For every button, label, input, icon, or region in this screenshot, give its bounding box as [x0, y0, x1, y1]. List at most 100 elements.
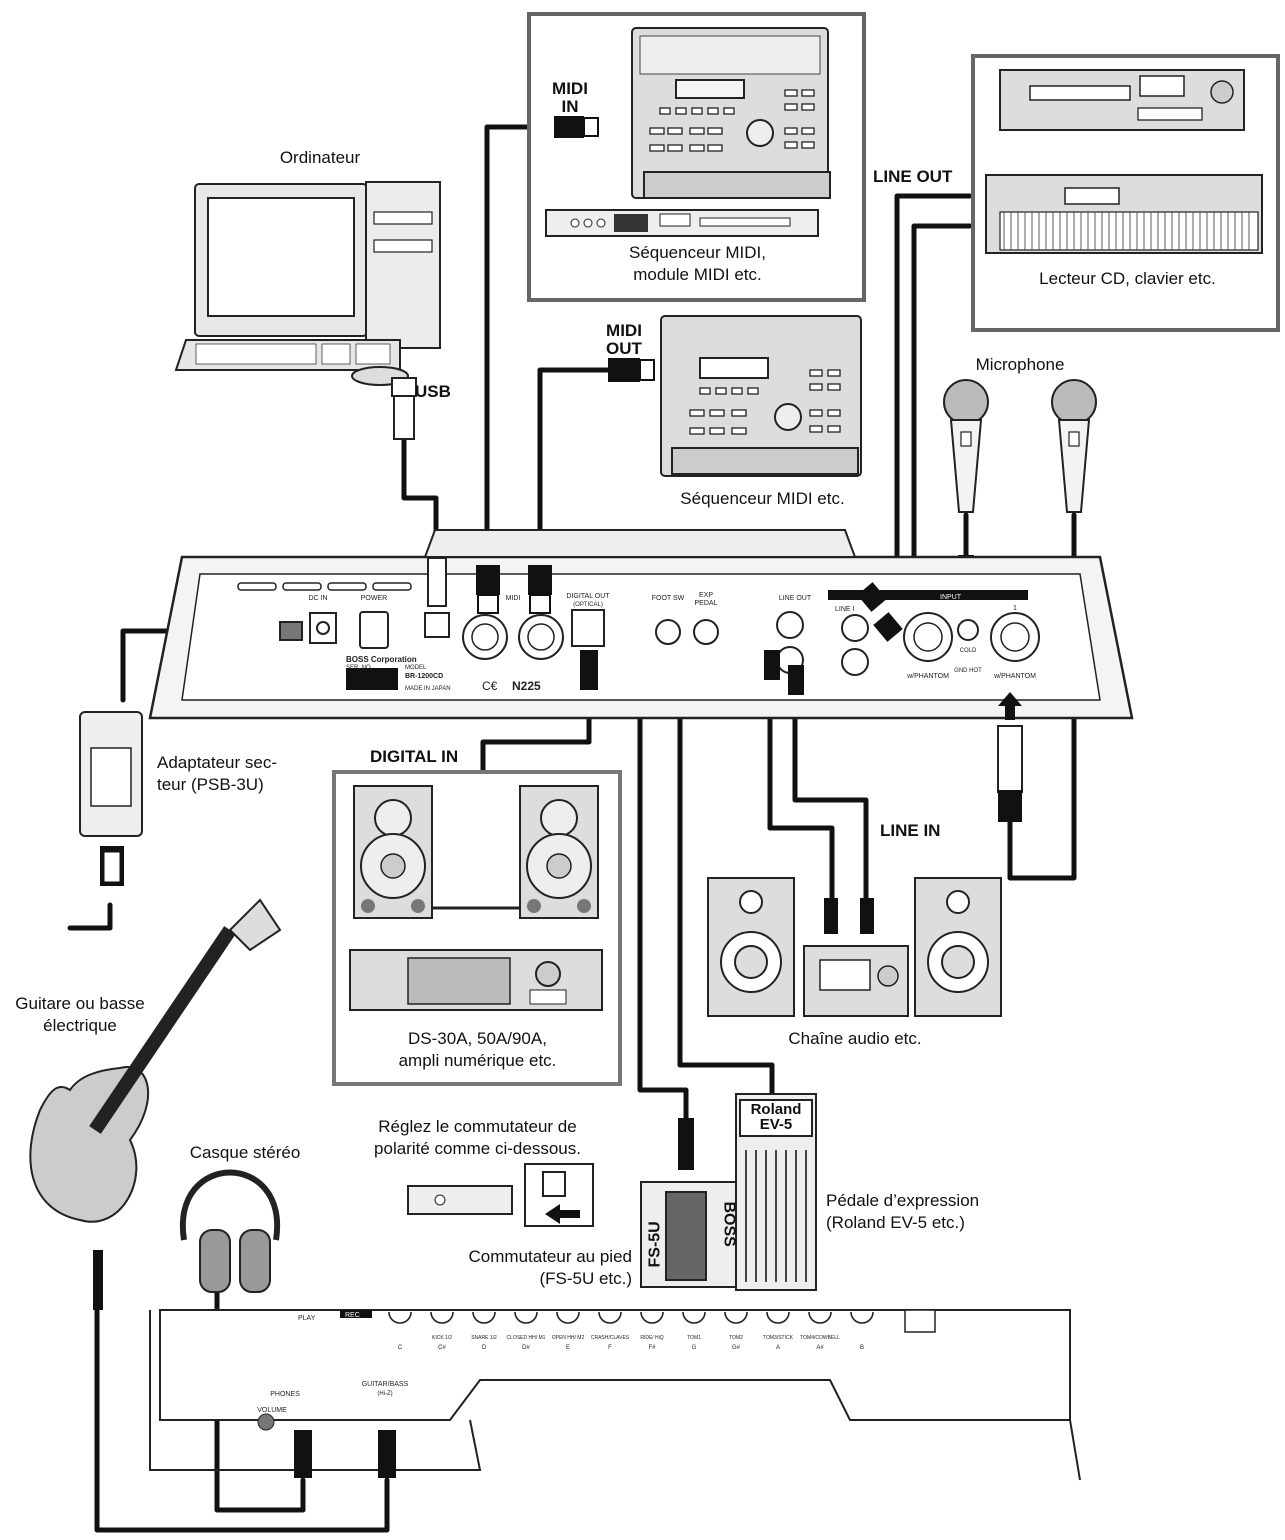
pad: [430, 1311, 454, 1324]
gnd-hot-label: GND HOT: [954, 668, 982, 674]
line-rca-plugs: [764, 582, 903, 695]
guitar-cable: [94, 1307, 390, 1533]
midi-label: MIDI: [506, 595, 521, 602]
pad-note-label: C#: [438, 1345, 446, 1351]
audio-chain-label: Chaîne audio etc.: [788, 1029, 922, 1048]
footswitch-icon: [640, 1118, 742, 1288]
exp-label: EXP: [699, 592, 713, 599]
cd-keyboard-label: Lecteur CD, clavier etc.: [1039, 269, 1216, 288]
pad-instrument-label: RIDE/ HiQ: [640, 1335, 663, 1341]
rack-module: [545, 209, 819, 237]
digital-amp: [349, 949, 603, 1011]
microphone-label: Microphone: [975, 355, 1065, 374]
volume-label: VOLUME: [257, 1407, 287, 1414]
monitors-label-1: DS-30A, 50A/90A,: [408, 1029, 547, 1048]
usb-label: USB: [415, 382, 451, 401]
phones-label: PHONES: [270, 1391, 300, 1398]
dc-in-label: DC IN: [308, 595, 327, 602]
polarity-label-2: polarité comme ci-dessous.: [374, 1139, 581, 1158]
adapter-cable-out: [67, 902, 113, 931]
pad-instrument-label: CLOSED HH/ M1: [507, 1335, 546, 1341]
serial-label: SER. NO.: [346, 665, 373, 671]
guitar-label-2: électrique: [43, 1016, 117, 1035]
optical-plug: [580, 650, 598, 690]
sequencer-module-label-1: Séquenceur MIDI,: [628, 243, 766, 262]
foot-sw-label: FOOT SW: [652, 595, 685, 602]
sequencer-label: Séquenceur MIDI etc.: [680, 489, 845, 508]
midi-out-plug: [608, 358, 655, 382]
pad-instrument-label: CRASH/CLAVES: [591, 1335, 630, 1341]
digital-out-label: DIGITAL OUT: [566, 593, 610, 600]
phantom-label-1: w/PHANTOM: [906, 673, 949, 680]
adapter-label-1: Adaptateur sec-: [157, 753, 278, 772]
input-label: INPUT: [940, 594, 962, 601]
pad-note-label: F#: [648, 1345, 656, 1351]
guitar-label-1: Guitare ou basse: [15, 994, 145, 1013]
speaker-right: [519, 785, 599, 919]
pad: [598, 1311, 622, 1324]
hiz-label: (Hi-Z): [377, 1391, 392, 1397]
line-in-panel-label: LINE I: [835, 606, 855, 613]
pad: [850, 1311, 874, 1324]
usb-plug-device: [427, 557, 447, 607]
pad-note-label: G#: [732, 1345, 741, 1351]
optical-label: (OPTICAL): [573, 602, 603, 608]
pad: [388, 1311, 412, 1324]
digital-in-label: DIGITAL IN: [370, 747, 459, 766]
pad: [472, 1311, 496, 1324]
pad-instrument-label: KICK 1/2: [432, 1335, 452, 1341]
midi-out-plug-device: [528, 565, 552, 595]
expression-pedal-icon: [735, 1093, 817, 1291]
pad-instrument-label: TOM3/STICK: [763, 1335, 794, 1341]
keyboard: [985, 174, 1263, 254]
footswitch-label-2: (FS-5U etc.): [539, 1269, 632, 1288]
pad-note-label: E: [566, 1345, 570, 1351]
made-in-label: MADE IN JAPAN: [405, 686, 451, 692]
pad: [766, 1311, 790, 1324]
headphones-label: Casque stéréo: [189, 1143, 301, 1162]
cd-player: [999, 69, 1245, 131]
pad-instrument-label: TOM1: [687, 1335, 701, 1341]
monitors-label-2: ampli numérique etc.: [398, 1051, 557, 1070]
pad-note-label: A: [776, 1345, 780, 1351]
sequencer-device-1: [631, 27, 831, 199]
adapter-label-2: teur (PSB-3U): [157, 775, 264, 794]
midi-out-label-2: OUT: [606, 339, 642, 358]
footswitch-label-1: Commutateur au pied: [468, 1247, 632, 1266]
pad-note-label: D: [482, 1345, 487, 1351]
line-out-label: LINE OUT: [873, 167, 953, 186]
midi-in-plug: [554, 116, 599, 138]
ce-mark: C€: [482, 679, 498, 693]
microphone-2: [1051, 379, 1097, 513]
power-label: POWER: [361, 595, 387, 602]
pad: [724, 1311, 748, 1324]
pad: [640, 1311, 664, 1324]
pad: [514, 1311, 538, 1324]
ev5-brand: Roland: [750, 1101, 802, 1118]
headphones-icon: [179, 1169, 281, 1293]
xlr-arrow: [998, 692, 1022, 720]
pad-instrument-label: TOM4/COWBELL: [800, 1335, 840, 1341]
line-in-label: LINE IN: [880, 821, 941, 840]
pad-note-label: C: [398, 1345, 403, 1351]
line-in-cable-1: [767, 662, 835, 901]
pad-instrument-label: TOM2: [729, 1335, 743, 1341]
ev5-model: EV-5: [759, 1116, 793, 1133]
model-small-label: MODEL: [405, 665, 427, 671]
midi-out-cable: [537, 367, 615, 568]
dc-plug: [279, 621, 303, 641]
midi-out-label-1: MIDI: [606, 321, 642, 340]
pad-note-label: D#: [522, 1345, 530, 1351]
line-out-panel-label: LINE OUT: [779, 595, 812, 602]
pedal-label: PEDAL: [695, 600, 718, 607]
play-label: PLAY: [298, 1315, 316, 1322]
maker-label: BOSS Corporation: [346, 655, 417, 664]
pad-note-label: F: [608, 1345, 612, 1351]
rec-label: REC: [345, 1312, 360, 1319]
computer-label: Ordinateur: [279, 148, 361, 167]
polarity-label-1: Réglez le commutateur de: [378, 1117, 577, 1136]
guitar-bass-panel-label: GUITAR/BASS: [362, 1381, 409, 1388]
line-out-cable-1: [894, 193, 973, 593]
pad: [682, 1311, 706, 1324]
cert-mark: N225: [512, 679, 541, 693]
